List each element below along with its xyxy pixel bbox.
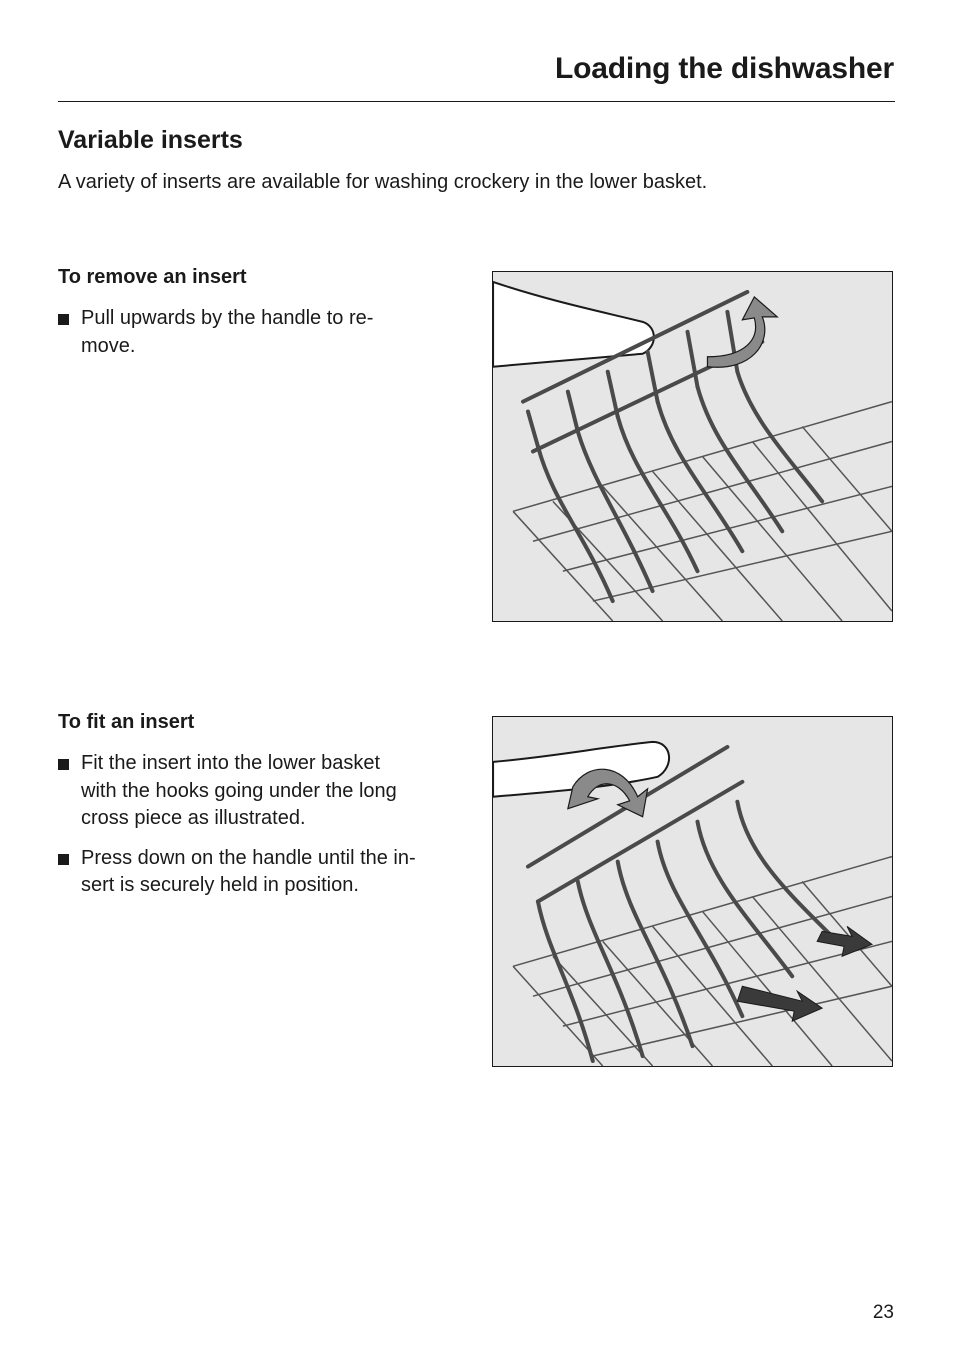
bullet-square-icon bbox=[58, 853, 69, 865]
fit-step-2-text: Press down on the handle until the in- s… bbox=[81, 846, 416, 897]
remove-step-1: Pull upwards by the handle to re- move. bbox=[58, 305, 468, 360]
remove-insert-illustration bbox=[492, 271, 893, 622]
remove-insert-heading: To remove an insert bbox=[58, 266, 247, 288]
section-heading: Variable inserts bbox=[58, 126, 243, 154]
fit-insert-steps: Fit the insert into the lower basket wit… bbox=[58, 750, 468, 912]
fit-step-1: Fit the insert into the lower basket wit… bbox=[58, 750, 468, 833]
fit-insert-illustration bbox=[492, 716, 893, 1067]
page-number: 23 bbox=[872, 1302, 894, 1323]
remove-insert-steps: Pull upwards by the handle to re- move. bbox=[58, 305, 468, 372]
title-rule bbox=[58, 101, 895, 102]
remove-step-1-text: Pull upwards by the handle to re- move. bbox=[81, 307, 374, 357]
page-title: Loading the dishwasher bbox=[555, 52, 894, 85]
bullet-square-icon bbox=[58, 759, 69, 770]
bullet-square-icon bbox=[58, 314, 69, 325]
fit-insert-heading: To fit an insert bbox=[58, 711, 195, 733]
rack-remove-drawing bbox=[493, 280, 892, 621]
intro-text: A variety of inserts are available for w… bbox=[58, 171, 708, 193]
fit-step-1-text: Fit the insert into the lower basket wit… bbox=[81, 752, 397, 829]
rack-fit-drawing bbox=[493, 740, 892, 1066]
fit-step-2: Press down on the handle until the in- s… bbox=[58, 845, 468, 900]
